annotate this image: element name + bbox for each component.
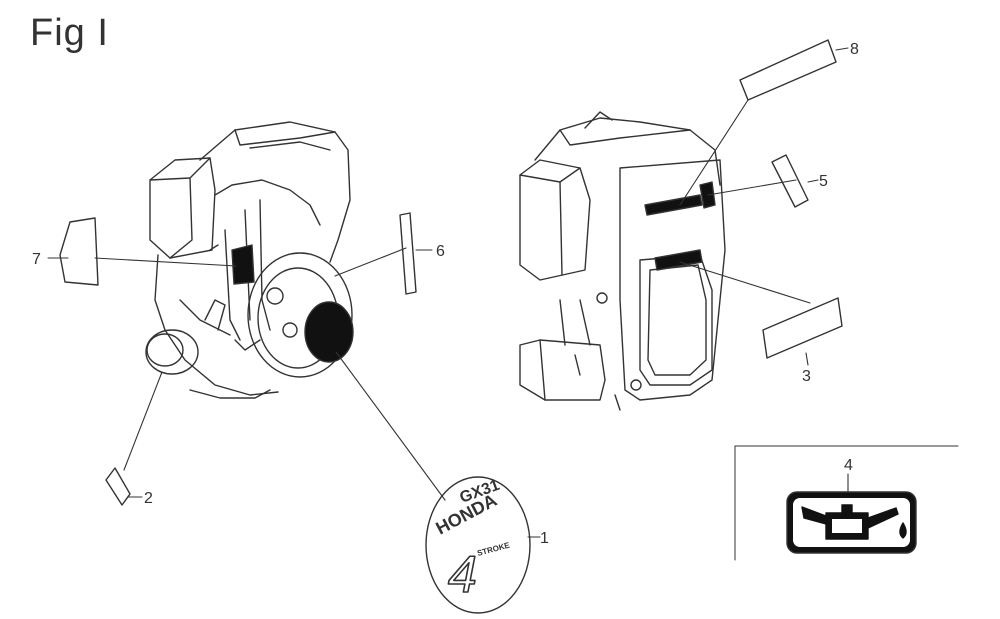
figure-title: Fig I bbox=[30, 12, 109, 54]
oil-can-icon bbox=[801, 504, 907, 540]
callout-4: 4 bbox=[844, 457, 853, 474]
label-7-area bbox=[231, 244, 255, 285]
callout-3: 3 bbox=[802, 368, 811, 385]
callout-6: 6 bbox=[436, 243, 445, 260]
label-8-area bbox=[644, 194, 703, 216]
label-3-area bbox=[654, 249, 703, 271]
callout-7: 7 bbox=[32, 251, 41, 268]
engine-front-view bbox=[145, 121, 354, 399]
part-8-decal bbox=[739, 39, 837, 101]
oil-label-inset bbox=[734, 445, 959, 561]
emblem-digit: 4 bbox=[448, 546, 477, 604]
callout-2: 2 bbox=[144, 490, 153, 507]
part-7-decal bbox=[59, 217, 99, 286]
callout-1: 1 bbox=[540, 530, 549, 547]
part-6-decal bbox=[399, 212, 417, 295]
callout-5: 5 bbox=[819, 173, 828, 190]
part-2-decal bbox=[105, 467, 131, 506]
part-3-decal bbox=[762, 297, 843, 359]
leader-lines bbox=[47, 47, 849, 538]
engine-rear-view bbox=[519, 111, 726, 411]
callout-numbers: 1 2 3 4 5 6 7 8 bbox=[32, 41, 859, 547]
part-1-emblem: GX31 HONDA 4 STROKE bbox=[425, 476, 531, 614]
recoil-label-black bbox=[304, 301, 354, 363]
callout-8: 8 bbox=[850, 41, 859, 58]
